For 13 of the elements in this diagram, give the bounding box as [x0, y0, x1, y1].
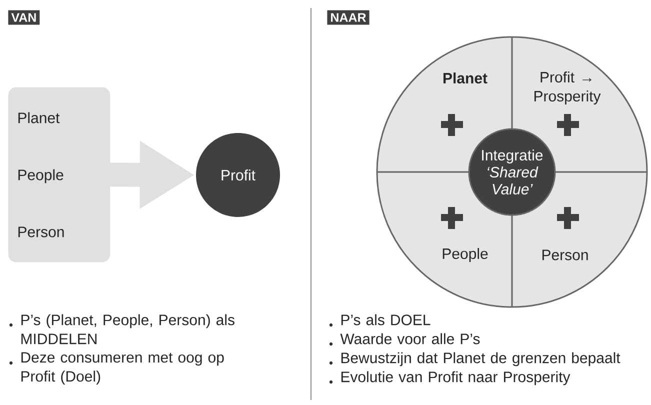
section-tag: VAN [8, 10, 40, 25]
bullet-text: P’s (Planet, People, Person) als MIDDELEN [21, 314, 234, 344]
section-tag: NAAR [327, 10, 370, 25]
bullet-text: Deze consumeren met oog op Profit (Doel) [21, 352, 224, 385]
quadrant-label: Planet [444, 72, 488, 84]
bullet-text: Waarde voor alle P’s [340, 333, 480, 344]
bullet-text: Bewustzijn dat Planet de grenzen bepaalt [341, 352, 620, 366]
bullet-text: P’s als DOEL [341, 314, 430, 326]
quadrant-label: Profit → Prosperity [534, 72, 601, 104]
rounded-box: Planet People Person [8, 87, 110, 262]
quadrant-label: Person [542, 250, 588, 260]
quadrant-label: People [442, 248, 488, 262]
bullet-text: Evolutie van Profit naar Prosperity [341, 371, 570, 386]
